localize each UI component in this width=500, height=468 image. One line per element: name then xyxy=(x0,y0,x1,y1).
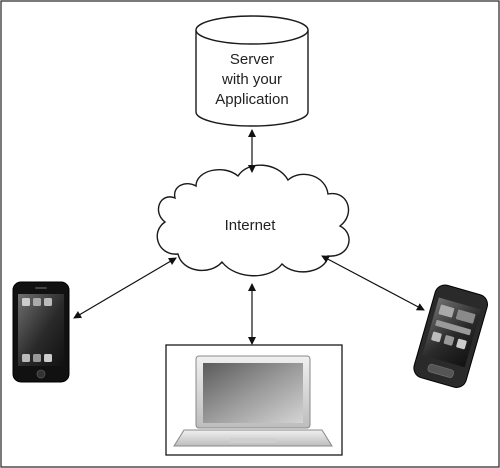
right-smartphone-icon xyxy=(413,284,489,388)
arrow-internet-right-phone xyxy=(321,255,425,311)
internet-cloud: Internet xyxy=(156,164,350,277)
server-label-line-3: Application xyxy=(215,91,288,108)
internet-label: Internet xyxy=(225,217,277,234)
server-label-line-2: with your xyxy=(221,71,282,88)
server-cylinder: Server with your Application xyxy=(195,15,309,127)
laptop-icon xyxy=(165,344,343,456)
left-smartphone-icon xyxy=(12,281,70,383)
server-label-line-1: Server xyxy=(230,51,274,68)
arrow-internet-left-phone xyxy=(73,257,177,319)
